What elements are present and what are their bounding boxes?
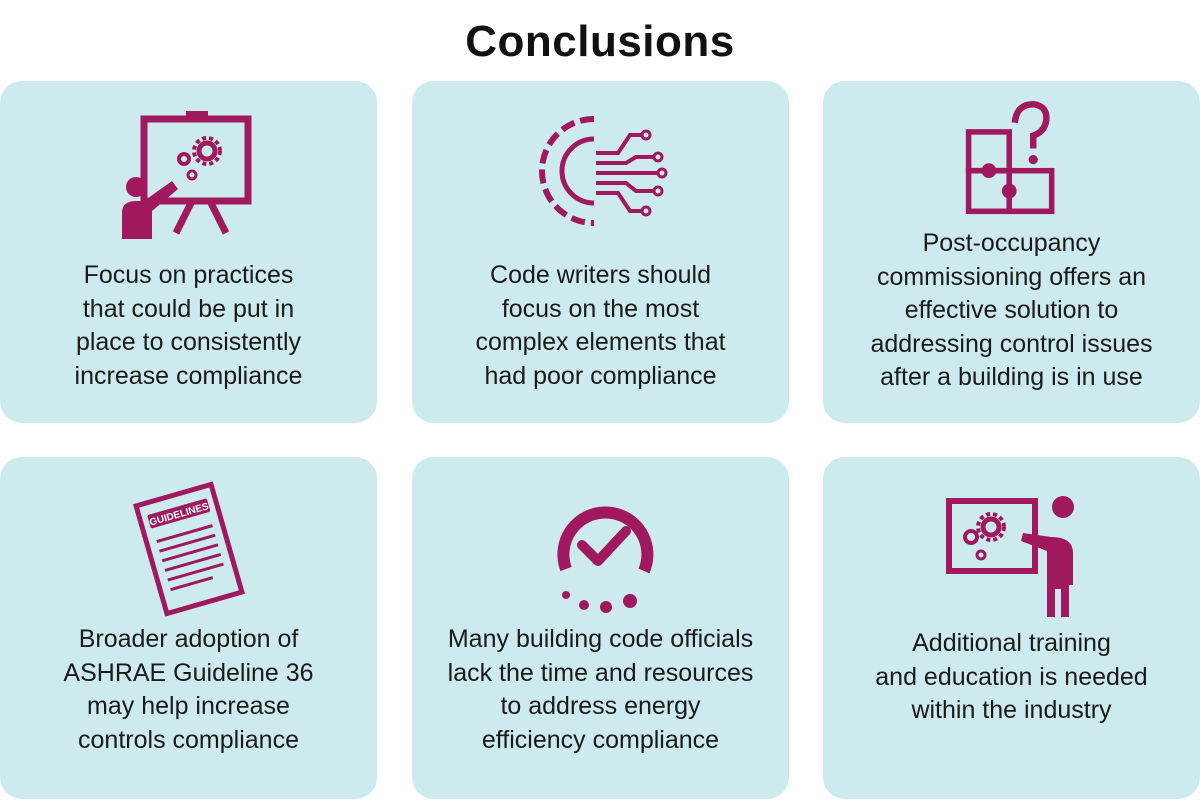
conclusion-text: Broader adoption of ASHRAE Guideline 36 … bbox=[63, 625, 314, 754]
page-title: Conclusions bbox=[465, 17, 735, 66]
conclusion-text: Post-occupancy commissioning offers an e… bbox=[870, 229, 1153, 391]
conclusion-text: Code writers should focus on the most co… bbox=[475, 261, 726, 390]
conclusion-card-code-officials: Many building code officials lack the ti… bbox=[412, 457, 789, 799]
conclusion-card-post-occupancy: Post-occupancy commissioning offers an e… bbox=[823, 81, 1200, 423]
gear-circuit-icon bbox=[412, 101, 789, 241]
conclusion-text: Many building code officials lack the ti… bbox=[447, 625, 754, 754]
conclusion-card-guideline-36: GUIDELINES Broader adoption of ASHRAE Gu… bbox=[0, 457, 377, 799]
conclusion-text: Additional training and education is nee… bbox=[875, 629, 1148, 724]
checkmark-progress-icon bbox=[412, 479, 789, 619]
guidelines-document-icon: GUIDELINES bbox=[0, 479, 377, 619]
conclusion-card-training: Additional training and education is nee… bbox=[823, 457, 1200, 799]
conclusion-card-code-writers: Code writers should focus on the most co… bbox=[412, 81, 789, 423]
puzzle-question-icon bbox=[823, 95, 1200, 215]
trainer-board-icon bbox=[823, 479, 1200, 619]
guidelines-icon-label: GUIDELINES bbox=[148, 501, 210, 529]
conclusion-card-practices: Focus on practices that could be put in … bbox=[0, 81, 377, 423]
conclusion-text: Focus on practices that could be put in … bbox=[74, 261, 303, 390]
presenter-gears-icon bbox=[0, 101, 377, 241]
